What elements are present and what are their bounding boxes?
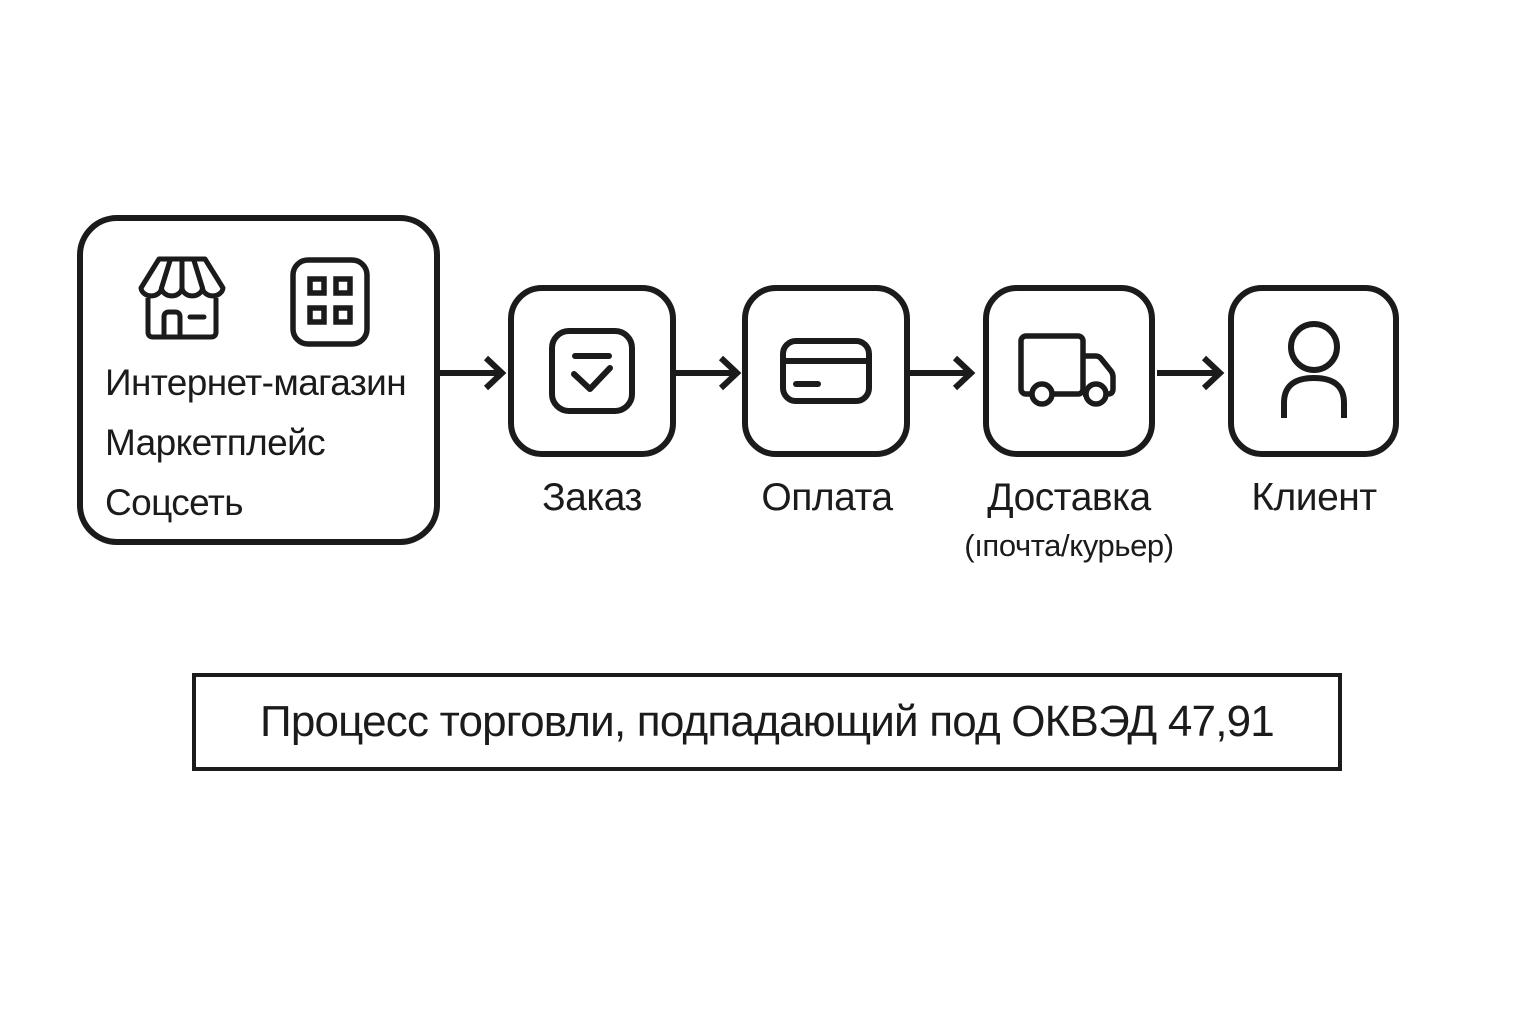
step-label-order: Заказ <box>542 476 642 519</box>
channel-marketplace-label: Маркетплейс <box>105 422 326 463</box>
step-label-client: Клиент <box>1251 476 1377 519</box>
channel-social-network-label: Соцсеть <box>105 482 244 523</box>
delivery-truck-icon <box>1018 333 1116 407</box>
arrow-right-icon <box>439 355 507 391</box>
channel-internet-shop-label: Интернет-магазин <box>105 362 407 403</box>
credit-card-icon <box>780 338 872 404</box>
person-icon <box>1280 321 1347 418</box>
delivery-sublabel: (ıпочта/курьер) <box>964 528 1174 563</box>
storefront-icon <box>138 256 226 340</box>
arrow-right-icon <box>908 355 976 391</box>
step-label-payment: Оплата <box>761 476 893 519</box>
arrow-right-icon <box>1157 355 1225 391</box>
step-label-delivery: Доставка <box>987 476 1151 519</box>
caption-text: Процесс торговли, подпадающий под ОКВЭД … <box>260 697 1275 746</box>
arrow-right-icon <box>674 355 742 391</box>
caption-box: Процесс торговли, подпадающий под ОКВЭД … <box>192 673 1342 771</box>
step-box-order <box>508 285 676 457</box>
step-box-delivery <box>983 285 1155 457</box>
order-checkbox-icon <box>549 328 635 414</box>
sales-channels-box: Интернет-магазин Маркетплейс Соцсеть <box>77 215 440 545</box>
step-box-client <box>1228 285 1399 457</box>
step-box-payment <box>742 285 910 457</box>
marketplace-building-icon <box>290 257 370 347</box>
